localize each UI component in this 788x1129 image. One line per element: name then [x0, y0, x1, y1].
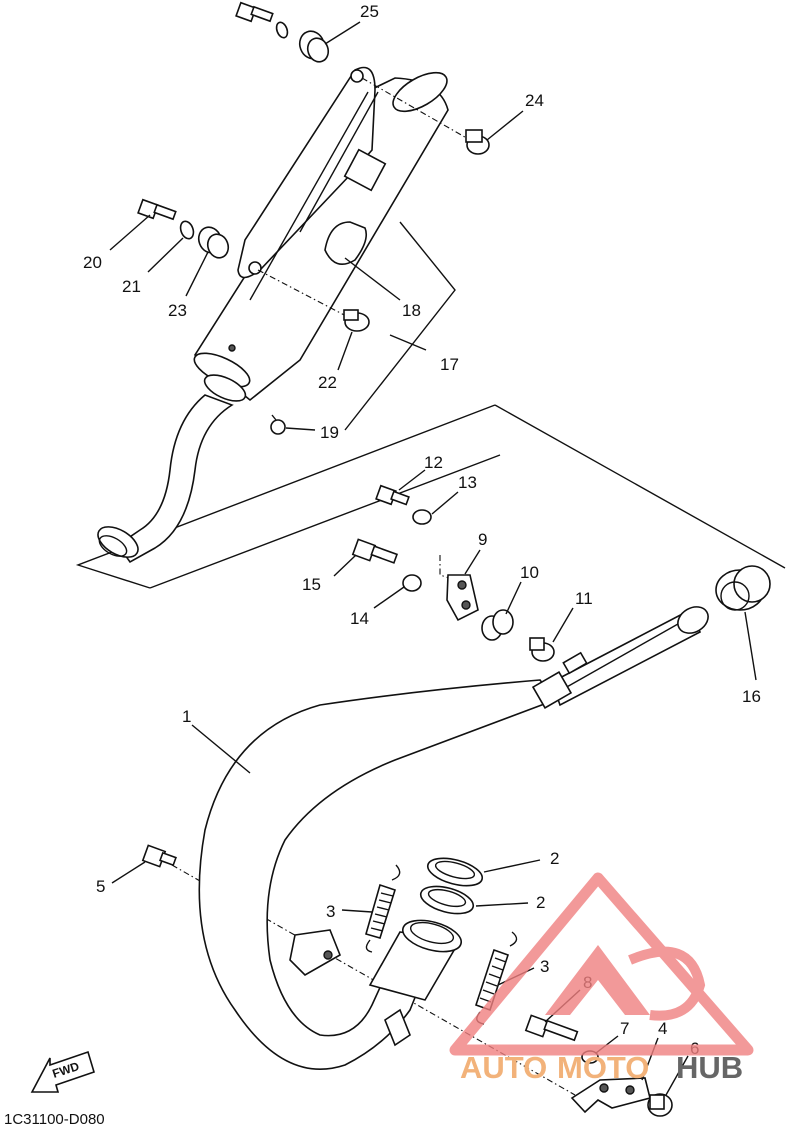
callout-3-right: 3: [540, 957, 549, 976]
callout-3-left: 3: [326, 902, 335, 921]
bolt-5: [141, 844, 177, 868]
grommet-25: [298, 30, 330, 63]
grommet-10: [481, 609, 514, 641]
bolt-20: [137, 198, 177, 221]
joint-16: [715, 565, 771, 611]
collar-11: [529, 637, 555, 662]
collar-22: [343, 309, 370, 332]
callout-21: 21: [122, 277, 141, 296]
watermark-auto: AUTO: [460, 1050, 547, 1085]
callout-16: 16: [742, 687, 761, 706]
washer-13: [412, 509, 432, 525]
screw-19: [270, 414, 286, 435]
callout-10: 10: [520, 563, 539, 582]
callout-17: 17: [440, 355, 459, 374]
fwd-arrow: FWD: [30, 1050, 95, 1093]
collar-24: [465, 129, 490, 155]
watermark-text: AUTO MOTO HUB: [460, 1050, 743, 1085]
bracket-4: [570, 1077, 651, 1114]
callout-24: 24: [525, 91, 544, 110]
bolt-25: [235, 1, 274, 23]
callout-14: 14: [350, 609, 369, 628]
bracket-9: [446, 574, 479, 622]
callout-labels: 25 24 20 21 23 18 17 22 19 12 13 9 10 11…: [83, 2, 761, 1058]
watermark-moto: MOTO: [557, 1050, 649, 1085]
watermark-logo: [449, 872, 754, 1056]
washer-14: [402, 574, 422, 592]
exhaust-pipe: [198, 606, 709, 1070]
diagram-code: 1C31100-D080: [4, 1111, 105, 1128]
callout-19: 19: [320, 423, 339, 442]
muffler-assembly-outline: [75, 221, 786, 589]
callout-22: 22: [318, 373, 337, 392]
gasket-2-lower: [419, 885, 475, 915]
bolt-8: [524, 1014, 579, 1042]
washer-25: [275, 21, 289, 39]
gasket-2-upper: [426, 857, 484, 887]
watermark-hub: HUB: [676, 1050, 743, 1085]
callout-25: 25: [360, 2, 379, 21]
callout-12: 12: [424, 453, 443, 472]
callout-7: 7: [620, 1019, 629, 1038]
collar-6: [647, 1093, 673, 1117]
callout-20: 20: [83, 253, 102, 272]
spring-3-left: [365, 864, 401, 953]
callout-4: 4: [658, 1019, 667, 1038]
callout-15: 15: [302, 575, 321, 594]
washer-21: [179, 220, 195, 240]
callout-5: 5: [96, 877, 105, 896]
callout-13: 13: [458, 473, 477, 492]
callout-2-upper: 2: [550, 849, 559, 868]
bolt-15: [351, 538, 399, 564]
callout-9: 9: [478, 530, 487, 549]
bolt-12: [375, 484, 410, 506]
callout-11: 11: [575, 589, 593, 608]
callout-18: 18: [402, 301, 421, 320]
muffler: [97, 66, 449, 564]
callout-2-lower: 2: [536, 893, 545, 912]
grommet-23: [197, 226, 230, 259]
callout-1: 1: [182, 707, 191, 726]
callout-23: 23: [168, 301, 187, 320]
